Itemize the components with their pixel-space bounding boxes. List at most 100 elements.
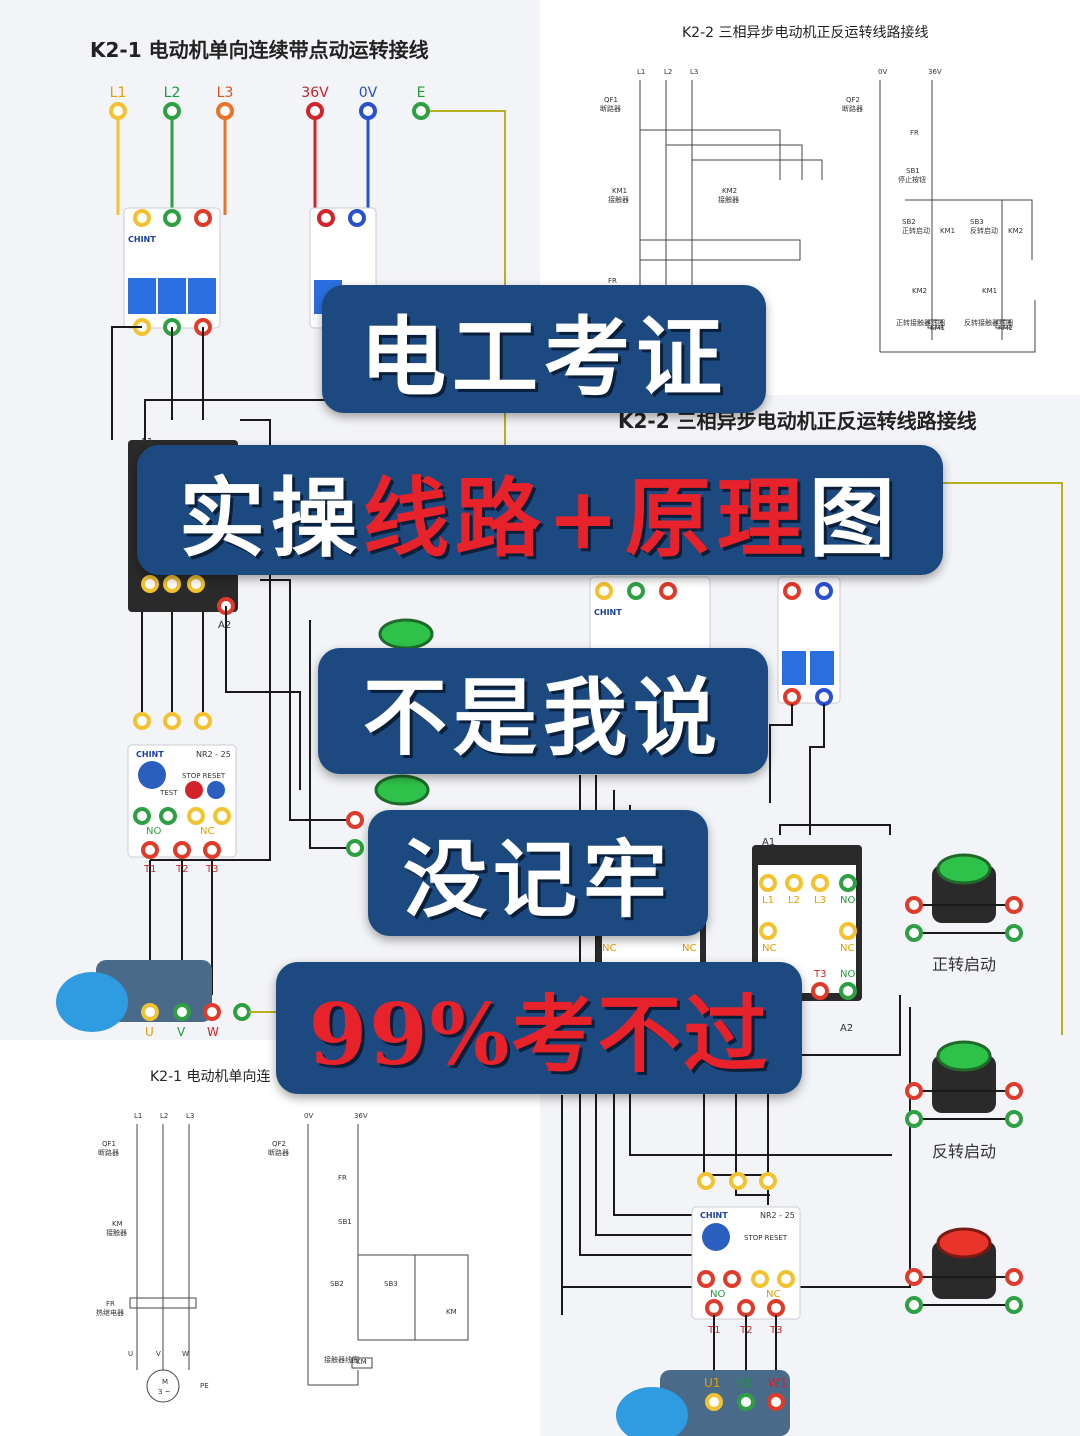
banner-line1-text: 电工考证 bbox=[360, 306, 728, 408]
banner-line1: 电工考证 bbox=[322, 285, 766, 413]
banner-line2-part-b: 线路+原理 bbox=[362, 467, 810, 569]
svg-text:NO: NO bbox=[146, 826, 161, 837]
svg-text:KM2: KM2 bbox=[722, 187, 737, 195]
terminal-0v-label: 0V bbox=[359, 85, 378, 101]
svg-text:停止按钮: 停止按钮 bbox=[898, 175, 926, 184]
terminal-36v-label: 36V bbox=[301, 85, 329, 101]
banner-line4: 没记牢 bbox=[368, 810, 708, 936]
terminal-rings bbox=[109, 102, 430, 120]
svg-text:L1: L1 bbox=[134, 1112, 142, 1120]
k21-schematic-diagram: L1 L2 L3 0V 36V QF1 断路器 QF2 断路器 KM 接触器 F… bbox=[96, 1112, 469, 1403]
svg-text:CHINT: CHINT bbox=[128, 235, 156, 244]
svg-text:QF2: QF2 bbox=[846, 96, 860, 104]
svg-text:KM2: KM2 bbox=[912, 287, 927, 295]
svg-text:36V: 36V bbox=[928, 68, 942, 76]
svg-text:L1: L1 bbox=[637, 68, 645, 76]
svg-text:L3: L3 bbox=[186, 1112, 194, 1120]
motor-k21: U V W bbox=[56, 960, 290, 1039]
svg-text:正转启动: 正转启动 bbox=[932, 955, 996, 974]
svg-text:0V: 0V bbox=[878, 68, 887, 76]
k22-schematic-diagram: L1 L2 L3 0V 36V QF1 断路器 QF2 断路器 KM1 接触器 … bbox=[600, 68, 1036, 395]
svg-text:0V: 0V bbox=[304, 1112, 313, 1120]
svg-text:T3: T3 bbox=[813, 969, 826, 980]
svg-text:FR: FR bbox=[338, 1174, 347, 1182]
svg-text:断路器: 断路器 bbox=[842, 104, 863, 113]
svg-text:A2: A2 bbox=[840, 1023, 853, 1034]
svg-text:PE: PE bbox=[200, 1382, 209, 1390]
svg-text:NR2 - 25: NR2 - 25 bbox=[196, 750, 231, 759]
svg-text:NC: NC bbox=[840, 943, 854, 954]
thermal-relay-k21: CHINT NR2 - 25 STOP RESET TEST NO NC T1 … bbox=[127, 712, 237, 875]
svg-text:KM1: KM1 bbox=[940, 227, 955, 235]
svg-text:A1: A1 bbox=[762, 837, 775, 848]
svg-text:M: M bbox=[162, 1378, 168, 1386]
button-stop bbox=[905, 1227, 1023, 1314]
svg-text:NO: NO bbox=[840, 895, 855, 906]
svg-text:KM: KM bbox=[356, 1358, 367, 1366]
svg-text:V1: V1 bbox=[736, 1376, 752, 1390]
svg-text:CHINT: CHINT bbox=[136, 750, 164, 759]
svg-text:断路器: 断路器 bbox=[268, 1148, 289, 1157]
svg-text:SB3: SB3 bbox=[970, 218, 984, 226]
svg-text:FR: FR bbox=[910, 129, 919, 137]
svg-text:NR2 - 25: NR2 - 25 bbox=[760, 1211, 795, 1220]
svg-text:正转接触器线圈: 正转接触器线圈 bbox=[896, 318, 945, 327]
svg-text:反转接触器线圈: 反转接触器线圈 bbox=[964, 318, 1013, 327]
svg-text:A1: A1 bbox=[140, 437, 153, 448]
svg-text:NO: NO bbox=[840, 969, 855, 980]
svg-text:QF1: QF1 bbox=[102, 1140, 116, 1148]
svg-text:STOP RESET: STOP RESET bbox=[182, 772, 226, 780]
svg-text:STOP RESET: STOP RESET bbox=[744, 1234, 788, 1242]
svg-text:断路器: 断路器 bbox=[98, 1148, 119, 1157]
svg-text:FR: FR bbox=[106, 1300, 115, 1308]
k21-schematic-panel: K2-1 电动机单向连 L1 L2 L3 0V 36V QF1 断路器 QF2 … bbox=[0, 1040, 540, 1436]
svg-text:KM2: KM2 bbox=[1008, 227, 1023, 235]
svg-text:SB2: SB2 bbox=[902, 218, 916, 226]
terminal-l3-label: L3 bbox=[217, 85, 234, 101]
svg-text:L3: L3 bbox=[814, 895, 826, 906]
svg-text:L2: L2 bbox=[788, 895, 800, 906]
svg-text:断路器: 断路器 bbox=[600, 104, 621, 113]
svg-text:U: U bbox=[145, 1025, 154, 1039]
svg-text:KM: KM bbox=[446, 1308, 457, 1316]
terminal-l2-label: L2 bbox=[164, 85, 181, 101]
svg-text:接触器: 接触器 bbox=[718, 195, 739, 204]
svg-text:热继电器: 热继电器 bbox=[96, 1308, 124, 1317]
svg-text:KM1: KM1 bbox=[982, 287, 997, 295]
k22-wiring-diagram: CHINT NC NC bbox=[561, 482, 1063, 1436]
svg-text:NO: NO bbox=[710, 1289, 725, 1300]
k21-schematic-title: K2-1 电动机单向连 bbox=[150, 1069, 271, 1085]
banner-line5: 99%考不过 bbox=[276, 962, 802, 1094]
svg-text:T1: T1 bbox=[143, 864, 156, 875]
svg-text:接触器: 接触器 bbox=[608, 195, 629, 204]
svg-text:W: W bbox=[207, 1025, 219, 1039]
banner-line2-part-c: 图 bbox=[809, 467, 902, 569]
banner-line5-text: 99%考不过 bbox=[308, 984, 770, 1084]
svg-text:TEST: TEST bbox=[159, 789, 178, 797]
svg-text:W: W bbox=[182, 1350, 189, 1358]
svg-text:SB3: SB3 bbox=[384, 1280, 398, 1288]
svg-text:FR: FR bbox=[608, 277, 617, 285]
svg-text:CHINT: CHINT bbox=[594, 608, 622, 617]
svg-text:NC: NC bbox=[200, 826, 214, 837]
svg-text:CHINT: CHINT bbox=[700, 1211, 728, 1220]
svg-text:NC: NC bbox=[602, 943, 616, 954]
svg-text:接触器: 接触器 bbox=[106, 1228, 127, 1237]
svg-text:A2: A2 bbox=[218, 620, 231, 631]
k22-schematic-title: K2-2 三相异步电动机正反运转线路接线 bbox=[682, 25, 929, 41]
button-forward: 正转启动 bbox=[905, 853, 1023, 974]
svg-text:NC: NC bbox=[762, 943, 776, 954]
thermal-relay-k22: CHINT NR2 - 25 STOP RESET NO NC T1 T2 T3 bbox=[691, 1172, 801, 1336]
svg-text:SB2: SB2 bbox=[330, 1280, 344, 1288]
svg-text:3 ~: 3 ~ bbox=[158, 1388, 171, 1396]
svg-text:正转启动: 正转启动 bbox=[902, 226, 930, 235]
svg-text:U1: U1 bbox=[704, 1376, 720, 1390]
banner-line2: 实操线路+原理图 bbox=[137, 445, 943, 575]
svg-text:接触器线圈: 接触器线圈 bbox=[324, 1355, 359, 1364]
svg-text:SB1: SB1 bbox=[906, 167, 920, 175]
svg-text:T2: T2 bbox=[175, 864, 188, 875]
svg-text:V: V bbox=[177, 1025, 186, 1039]
button-reverse: 反转启动 bbox=[905, 1040, 1023, 1161]
svg-text:NC: NC bbox=[682, 943, 696, 954]
svg-text:U: U bbox=[128, 1350, 133, 1358]
